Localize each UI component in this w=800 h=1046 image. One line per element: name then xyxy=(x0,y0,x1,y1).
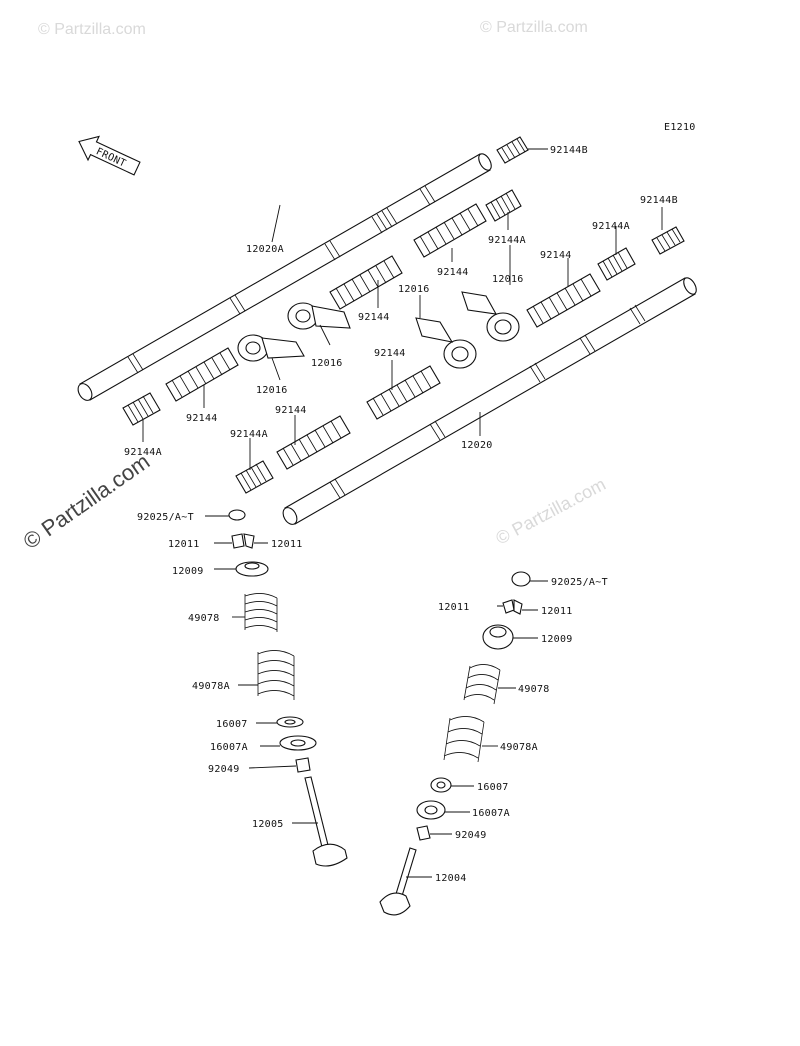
front-arrow-icon: FRONT xyxy=(78,135,141,176)
label-92144a-mid: 92144A xyxy=(488,235,526,246)
rocker-arm-12016-right xyxy=(461,291,520,342)
rocker-arm-12016-left xyxy=(237,334,305,362)
label-49078-right: 49078 xyxy=(518,684,550,695)
label-12020: 12020 xyxy=(461,440,493,451)
spring-92144-mid xyxy=(329,255,403,310)
label-12016-left: 12016 xyxy=(256,385,288,396)
leader-lines xyxy=(142,148,663,878)
spring-92144-lower xyxy=(366,365,441,420)
seal-92049-left xyxy=(295,757,311,773)
rocker-shaft-12020a xyxy=(77,153,492,401)
label-92144a-left: 92144A xyxy=(124,447,162,458)
spring-92144b-top xyxy=(496,136,529,164)
watermark: © Partzilla.com xyxy=(38,21,146,38)
spring-92144a-mid xyxy=(485,189,522,222)
label-92144-lower: 92144 xyxy=(374,348,406,359)
label-16007a-left: 16007A xyxy=(210,742,248,753)
label-92144-left: 92144 xyxy=(186,413,218,424)
spring-92144a-right xyxy=(597,247,636,281)
label-92144b-right: 92144B xyxy=(640,195,678,206)
label-92049-left: 92049 xyxy=(208,764,240,775)
label-12016-mid: 12016 xyxy=(311,358,343,369)
seat-16007-left xyxy=(276,716,304,728)
label-49078a-right: 49078A xyxy=(500,742,538,753)
retainer-12009-left xyxy=(235,561,269,577)
label-12009-left: 12009 xyxy=(172,566,204,577)
label-92049-right: 92049 xyxy=(455,830,487,841)
keeper-12011-left xyxy=(231,533,255,549)
rocker-arm-12016-center xyxy=(415,317,477,369)
label-12016-right: 12016 xyxy=(492,274,524,285)
label-12016-center: 12016 xyxy=(398,284,430,295)
valve-12004 xyxy=(379,847,417,916)
label-12011-left-a: 12011 xyxy=(168,539,200,550)
part-labels: 92144B 92144B 12020A 92144A 92144A 92144… xyxy=(124,145,678,884)
spring-92144-center xyxy=(413,203,487,258)
cotter-92025-left xyxy=(228,509,246,521)
label-12004: 12004 xyxy=(435,873,467,884)
watermark: © Partzilla.com xyxy=(480,19,588,36)
label-92144-right: 92144 xyxy=(540,250,572,261)
seat-16007a-right xyxy=(416,800,446,820)
rocker-shaft-12020 xyxy=(282,277,697,525)
label-92144-center: 92144 xyxy=(437,267,469,278)
spring-92144-left2 xyxy=(276,415,351,470)
label-92025-right: 92025/A~T xyxy=(551,577,608,588)
label-12011-left-b: 12011 xyxy=(271,539,303,550)
label-12009-right: 12009 xyxy=(541,634,573,645)
label-92144a-right: 92144A xyxy=(592,221,630,232)
watermark: © Partzilla.com xyxy=(492,474,608,549)
keeper-12011-right xyxy=(502,599,523,615)
label-16007-right: 16007 xyxy=(477,782,509,793)
label-49078-left: 49078 xyxy=(188,613,220,624)
label-12011-right-a: 12011 xyxy=(438,602,470,613)
valve-12005 xyxy=(304,776,348,867)
spring-92144-right xyxy=(526,273,601,328)
label-12011-right-b: 12011 xyxy=(541,606,573,617)
spring-92144a-left2 xyxy=(235,460,274,494)
label-92144b-top: 92144B xyxy=(550,145,588,156)
label-16007a-right: 16007A xyxy=(472,808,510,819)
spring-49078-left xyxy=(244,593,278,632)
label-12005: 12005 xyxy=(252,819,284,830)
label-92144-left2: 92144 xyxy=(275,405,307,416)
seal-92049-right xyxy=(416,825,431,841)
label-92144a-left2: 92144A xyxy=(230,429,268,440)
diagram-code: E1210 xyxy=(664,122,696,133)
label-12020a: 12020A xyxy=(246,244,284,255)
spring-92144-left xyxy=(165,347,239,402)
retainer-12009-right xyxy=(482,624,514,650)
spring-92144b-right xyxy=(651,226,685,255)
spring-49078a-right xyxy=(443,716,485,763)
spring-92144a-left xyxy=(122,392,161,426)
seat-16007-right xyxy=(430,777,452,793)
spring-49078a-left xyxy=(257,650,295,700)
spring-49078-right xyxy=(463,664,501,705)
rocker-arm-12016-mid xyxy=(287,302,351,330)
label-16007-left: 16007 xyxy=(216,719,248,730)
cotter-92025-right xyxy=(511,571,531,587)
label-92025-left: 92025/A~T xyxy=(137,512,194,523)
label-92144-mid: 92144 xyxy=(358,312,390,323)
watermark-partzilla: © Partzilla.com xyxy=(19,449,155,555)
label-49078a-left: 49078A xyxy=(192,681,230,692)
seat-16007a-left xyxy=(279,735,317,751)
